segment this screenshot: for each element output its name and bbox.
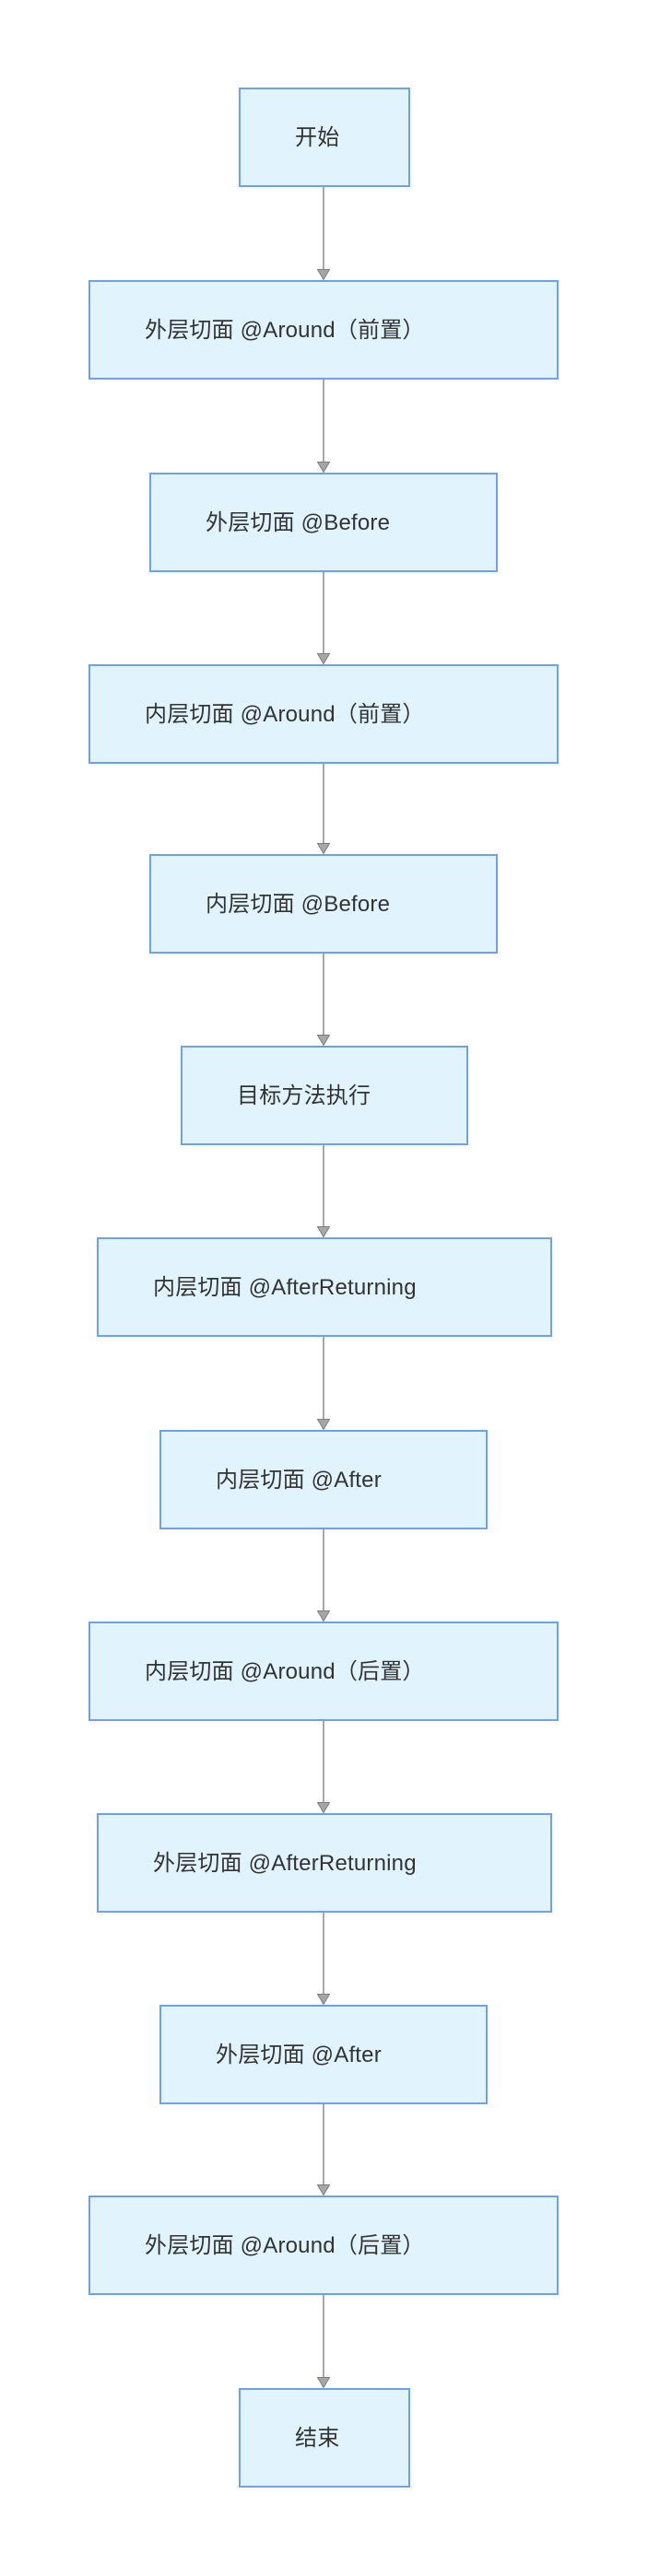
arrow-line	[323, 1337, 324, 1420]
arrowhead-down-icon	[317, 843, 330, 854]
node-label: 内层切面 @Before	[206, 891, 391, 917]
node-label: 外层切面 @AfterReturning	[153, 1850, 417, 1876]
flow-arrow	[317, 1337, 330, 1430]
arrowhead-down-icon	[317, 269, 330, 280]
arrowhead-down-icon	[317, 1035, 330, 1046]
arrowhead-down-icon	[317, 2184, 330, 2195]
arrow-line	[323, 1145, 324, 1227]
node-label: 目标方法执行	[237, 1083, 371, 1108]
flow-arrow	[317, 572, 330, 664]
arrowhead-down-icon	[317, 2377, 330, 2388]
arrow-line	[323, 954, 324, 1036]
flow-node-outer-after: 外层切面 @After	[159, 2005, 488, 2104]
arrow-line	[323, 1529, 324, 1611]
flow-node-inner-after: 内层切面 @After	[159, 1430, 488, 1529]
node-label: 结束	[295, 2425, 340, 2451]
arrowhead-down-icon	[317, 1994, 330, 2005]
flow-arrow	[317, 2295, 330, 2388]
flow-arrow	[317, 187, 330, 280]
node-label: 内层切面 @Around（后置）	[145, 1658, 425, 1684]
arrow-line	[323, 380, 324, 463]
arrow-line	[323, 2104, 324, 2185]
flow-node-outer-after-returning: 外层切面 @AfterReturning	[97, 1813, 552, 1913]
arrow-line	[323, 1721, 324, 1803]
arrowhead-down-icon	[317, 1419, 330, 1430]
flow-node-inner-around-after: 内层切面 @Around（后置）	[88, 1622, 559, 1721]
node-label: 外层切面 @Around（后置）	[145, 2232, 425, 2258]
flow-node-inner-around-before: 内层切面 @Around（前置）	[88, 664, 559, 764]
flow-node-inner-before: 内层切面 @Before	[149, 854, 498, 954]
arrow-line	[323, 572, 324, 654]
node-label: 开始	[295, 124, 340, 150]
node-label: 内层切面 @After	[216, 1467, 382, 1493]
node-label: 内层切面 @Around（前置）	[145, 701, 425, 727]
flow-node-outer-around-before: 外层切面 @Around（前置）	[88, 280, 559, 380]
flow-arrow	[317, 1529, 330, 1622]
flow-arrow	[317, 764, 330, 854]
flow-arrow	[317, 1721, 330, 1813]
arrowhead-down-icon	[317, 653, 330, 664]
flow-arrow	[317, 2104, 330, 2195]
node-label: 外层切面 @Around（前置）	[145, 317, 425, 343]
arrowhead-down-icon	[317, 462, 330, 473]
node-label: 内层切面 @AfterReturning	[153, 1274, 417, 1300]
flow-node-target-method: 目标方法执行	[181, 1046, 468, 1145]
flow-arrow	[317, 1913, 330, 2005]
flow-node-outer-before: 外层切面 @Before	[149, 473, 498, 572]
arrow-line	[323, 764, 324, 844]
flow-node-outer-around-after: 外层切面 @Around（后置）	[88, 2195, 559, 2295]
flow-arrow	[317, 1145, 330, 1237]
node-label: 外层切面 @Before	[206, 509, 391, 535]
flow-node-end: 结束	[239, 2388, 410, 2488]
arrowhead-down-icon	[317, 1802, 330, 1813]
arrow-line	[323, 2295, 324, 2378]
node-label: 外层切面 @After	[216, 2042, 382, 2067]
arrowhead-down-icon	[317, 1610, 330, 1622]
flow-node-inner-after-returning: 内层切面 @AfterReturning	[97, 1237, 552, 1337]
flow-arrow	[317, 954, 330, 1046]
arrowhead-down-icon	[317, 1226, 330, 1237]
arrow-line	[323, 1913, 324, 1995]
arrow-line	[323, 187, 324, 270]
flow-node-start: 开始	[239, 88, 410, 187]
flow-arrow	[317, 380, 330, 473]
